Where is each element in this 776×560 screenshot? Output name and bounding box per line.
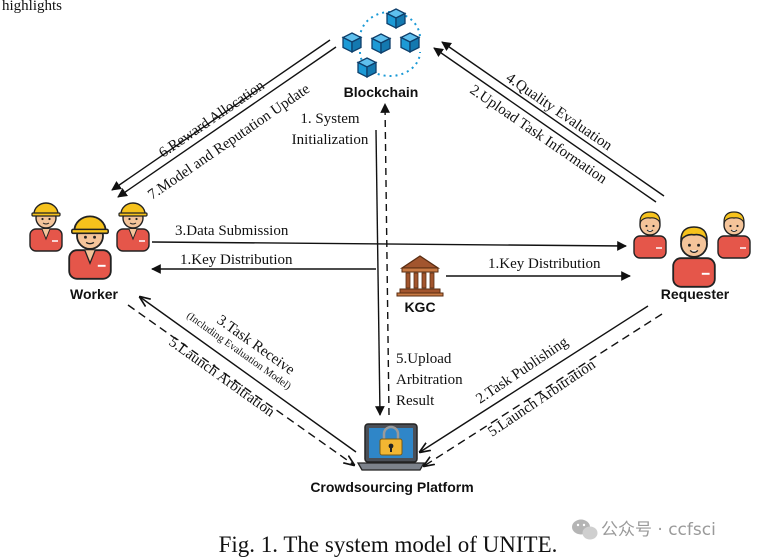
worker-label: Worker — [70, 286, 119, 302]
blockchain-label: Blockchain — [344, 84, 419, 100]
launch-arbitration-left-arrow — [127, 304, 354, 465]
watermark: 公众号 · ccfsci — [601, 520, 716, 540]
requester-group-icon — [633, 211, 751, 288]
key-distribution-left-label: 1.Key Distribution — [180, 252, 293, 268]
platform-label: Crowdsourcing Platform — [310, 479, 473, 495]
blockchain-cubes-icon — [342, 8, 421, 78]
wechat-icon — [572, 519, 598, 540]
upload-arbitration-label-2: Arbitration — [396, 372, 463, 388]
upload-arbitration-label-1: 5.Upload — [396, 351, 452, 367]
launch-arbitration-right-arrow — [424, 313, 663, 466]
system-init-label-1: 1. System — [300, 111, 360, 127]
model-reputation-arrow — [117, 46, 337, 198]
laptop-lock-icon — [356, 423, 426, 471]
kgc-label: KGC — [404, 299, 435, 315]
top-text: highlights — [2, 0, 62, 14]
system-init-arrow — [374, 129, 385, 416]
launch-arbitration-right-label: 5.Launch Arbitration — [485, 356, 599, 440]
task-receive-arrow — [140, 297, 357, 453]
upload-arbitration-label-3: Result — [396, 393, 435, 409]
data-submission-arrow — [151, 241, 627, 251]
upload-task-info-arrow — [433, 47, 657, 203]
requester-label: Requester — [661, 286, 730, 302]
key-distribution-right-label: 1.Key Distribution — [488, 256, 601, 272]
upload-arbitration-arrow — [380, 103, 391, 416]
reward-allocation-arrow — [111, 39, 331, 191]
data-submission-label: 3.Data Submission — [175, 223, 289, 239]
figure-caption: Fig. 1. The system model of UNITE. — [219, 532, 558, 557]
task-publishing-arrow — [420, 305, 649, 452]
worker-group-icon — [29, 202, 150, 280]
quality-evaluation-arrow — [441, 41, 665, 197]
system-init-label-2: Initialization — [292, 132, 369, 148]
bank-icon — [396, 255, 444, 297]
